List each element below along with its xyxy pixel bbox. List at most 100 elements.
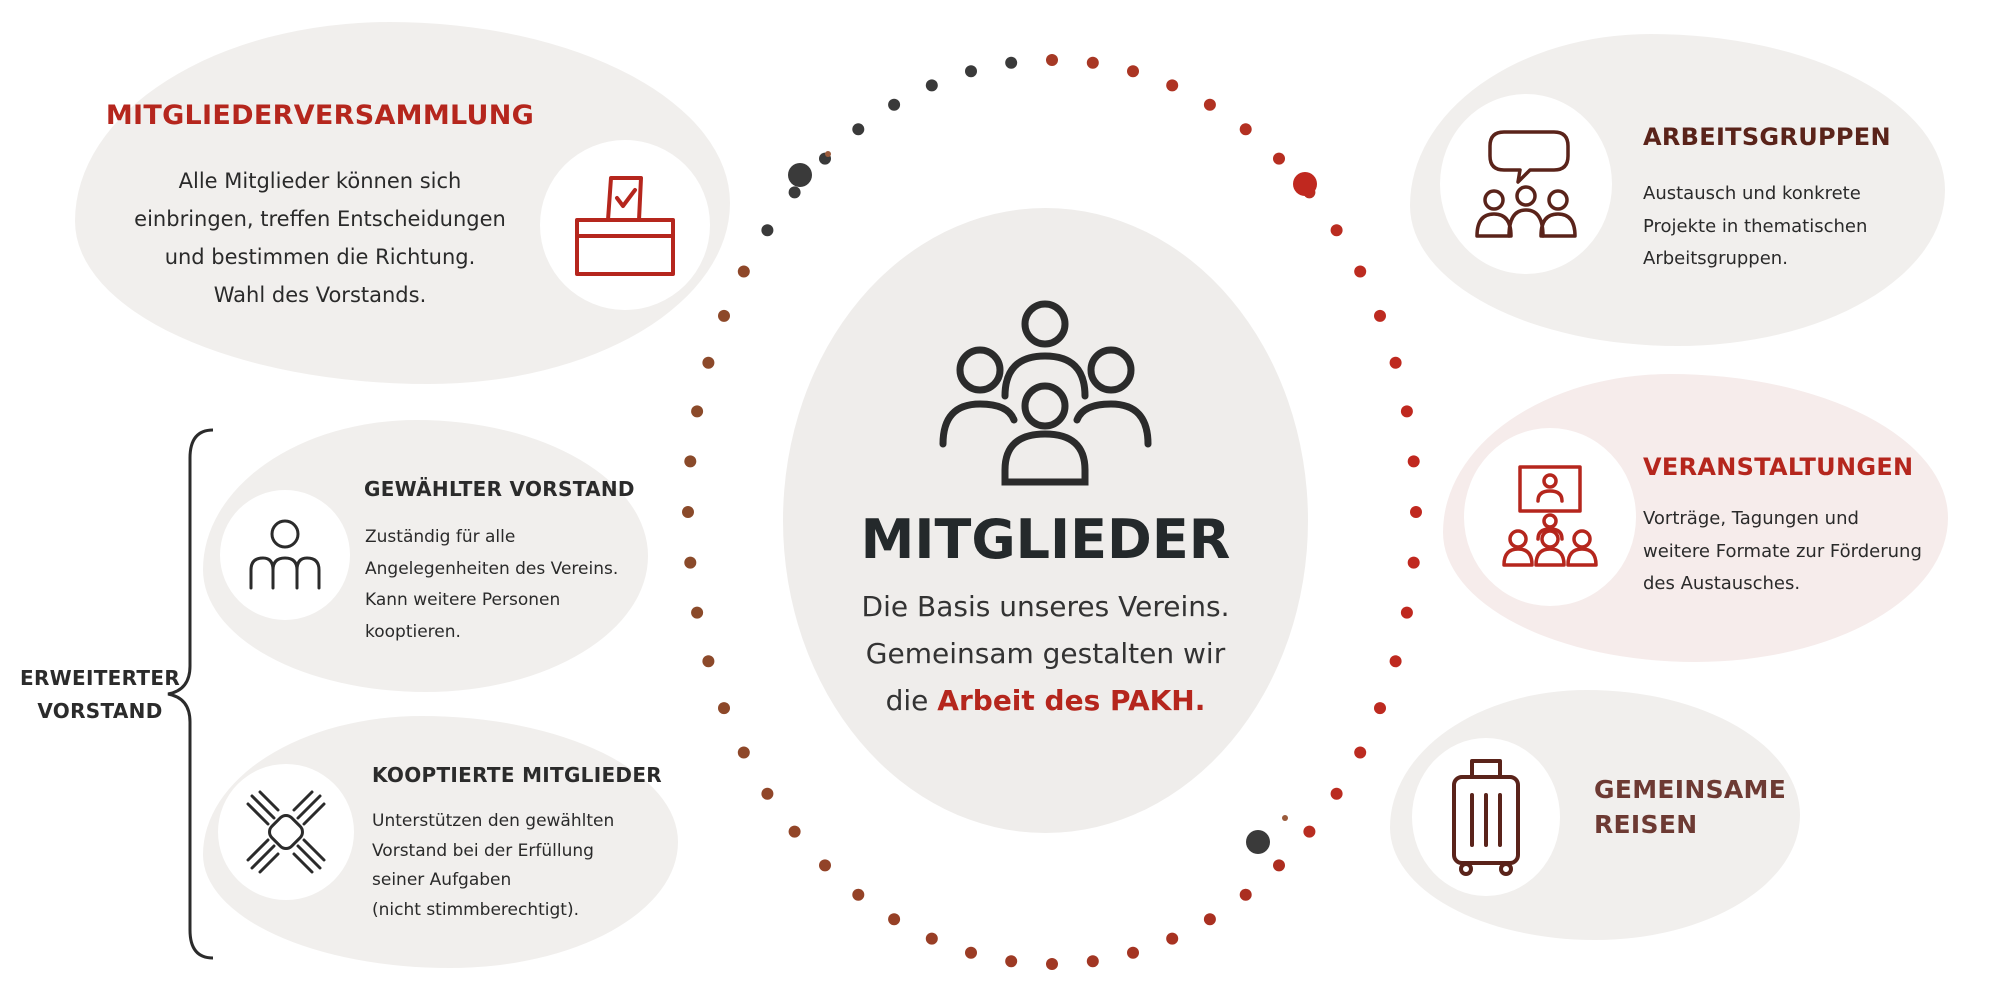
ring-dot — [925, 79, 938, 92]
ring-dot — [691, 405, 704, 418]
kooptierte-text: Unterstützen den gewählten Vorstand bei … — [372, 807, 672, 925]
reisen-line1: GEMEINSAME — [1594, 775, 1787, 804]
ring-dot — [1005, 955, 1018, 968]
mv-line: einbringen, treffen Entscheidungen — [134, 207, 506, 231]
ring-dot — [761, 224, 774, 237]
ring-dot — [1354, 265, 1367, 278]
ring-dot — [1330, 224, 1343, 237]
kooptierte-title: KOOPTIERTE MITGLIEDER — [372, 763, 662, 787]
ring-dot — [737, 746, 750, 759]
ring-dot — [691, 606, 704, 619]
center-line3-prefix: die — [885, 684, 938, 717]
ring-dot — [819, 859, 831, 872]
ag-line: Arbeitsgruppen. — [1643, 248, 1788, 269]
km-line: Unterstützen den gewählten — [372, 811, 615, 831]
ring-dot — [1389, 356, 1402, 369]
ring-dot — [1127, 946, 1139, 959]
ev-line1: ERWEITERTER — [20, 666, 181, 690]
ev-line2: VORSTAND — [37, 699, 163, 723]
ring-dot — [1303, 825, 1316, 838]
ring-dot — [965, 946, 977, 959]
erweiterter-vorstand-label: ERWEITERTER VORSTAND — [20, 662, 180, 728]
ring-dot — [1407, 556, 1420, 569]
ring-dot — [1410, 506, 1422, 518]
ring-dot — [1407, 455, 1420, 468]
va-line: des Austausches. — [1643, 573, 1801, 594]
ring-accent-dot — [788, 163, 812, 187]
ring-accent-dot — [1246, 830, 1270, 854]
gewaehlter-vorstand-text: Zuständig für alle Angelegenheiten des V… — [365, 522, 635, 648]
ring-dot — [1330, 787, 1343, 800]
ring-dot — [1273, 859, 1285, 872]
ring-dot — [1166, 932, 1179, 945]
joined-hands-icon — [246, 790, 326, 874]
ring-dot — [1389, 655, 1402, 668]
ring-dot — [737, 265, 750, 278]
ballot-box-icon-circle — [540, 140, 710, 310]
center-highlight: Arbeit des PAKH. — [937, 684, 1206, 717]
ring-dot — [1239, 123, 1252, 136]
ring-dot — [1354, 746, 1367, 759]
ring-dot — [1273, 152, 1285, 165]
ring-dot — [684, 455, 697, 468]
ring-dot — [1046, 958, 1058, 970]
arbeitsgruppen-text: Austausch und konkrete Projekte in thema… — [1643, 178, 1933, 276]
ring-dot — [1086, 955, 1099, 968]
gv-line: Zuständig für alle — [365, 527, 516, 547]
ballot-box-icon — [575, 176, 675, 276]
ring-dot — [1203, 913, 1216, 926]
board-icon-circle — [220, 490, 350, 620]
veranstaltungen-text: Vorträge, Tagungen und weitere Formate z… — [1643, 503, 1943, 601]
center-line2: Gemeinsam gestalten wir — [865, 637, 1226, 670]
gewaehlter-vorstand-title: GEWÄHLTER VORSTAND — [364, 477, 635, 501]
ring-dot — [888, 913, 901, 926]
ring-dot — [965, 65, 977, 78]
mitgliederversammlung-title: MITGLIEDERVERSAMMLUNG — [105, 100, 535, 131]
discussion-group-icon — [1475, 130, 1577, 238]
ring-dot — [682, 506, 694, 518]
center-line3: die Arbeit des PAKH. — [783, 684, 1308, 717]
erweiterter-vorstand-bracket — [167, 428, 214, 960]
ring-dot — [761, 787, 774, 800]
ring-dot — [1374, 702, 1386, 715]
members-group-icon — [939, 300, 1152, 486]
ring-dot — [925, 932, 938, 945]
ring-dot — [1400, 606, 1413, 619]
mitglieder-center-panel — [783, 208, 1308, 833]
reisen-title: GEMEINSAME REISEN — [1594, 772, 1786, 842]
ring-dot — [1400, 405, 1413, 418]
ring-accent-dot — [1293, 172, 1317, 196]
ring-dot — [1166, 79, 1179, 92]
ring-dot — [852, 888, 865, 901]
presentation-audience-icon — [1502, 465, 1598, 567]
km-line: seiner Aufgaben — [372, 870, 512, 890]
ring-dot — [1239, 888, 1252, 901]
km-line: (nicht stimmberechtigt). — [372, 899, 580, 920]
mv-line: Alle Mitglieder können sich — [178, 169, 462, 193]
mitgliederversammlung-text: Alle Mitglieder können sich einbringen, … — [110, 162, 530, 314]
discussion-icon-circle — [1440, 94, 1612, 274]
ring-dot — [1086, 56, 1099, 69]
ring-dot — [702, 356, 715, 369]
ring-accent-dot — [1282, 815, 1288, 821]
ring-dot — [788, 186, 801, 199]
ring-accent-dot — [825, 151, 831, 157]
ring-dot — [788, 825, 801, 838]
gv-line: kooptieren. — [365, 621, 461, 642]
va-line: weitere Formate zur Förderung — [1643, 540, 1922, 562]
board-members-icon — [249, 519, 321, 590]
ring-dot — [1374, 309, 1386, 322]
ring-dot — [852, 123, 865, 136]
ag-line: Projekte in thematischen — [1643, 215, 1868, 237]
ring-dot — [1005, 56, 1018, 69]
ring-dot — [702, 655, 715, 668]
center-line1: Die Basis unseres Vereins. — [861, 590, 1230, 623]
ring-dot — [1127, 65, 1139, 78]
ring-dot — [888, 98, 901, 111]
ring-dot — [718, 309, 730, 322]
reisen-line2: REISEN — [1594, 810, 1698, 839]
ring-dot — [1046, 54, 1058, 66]
hands-icon-circle — [218, 764, 354, 900]
va-line: Vorträge, Tagungen und — [1643, 508, 1859, 529]
